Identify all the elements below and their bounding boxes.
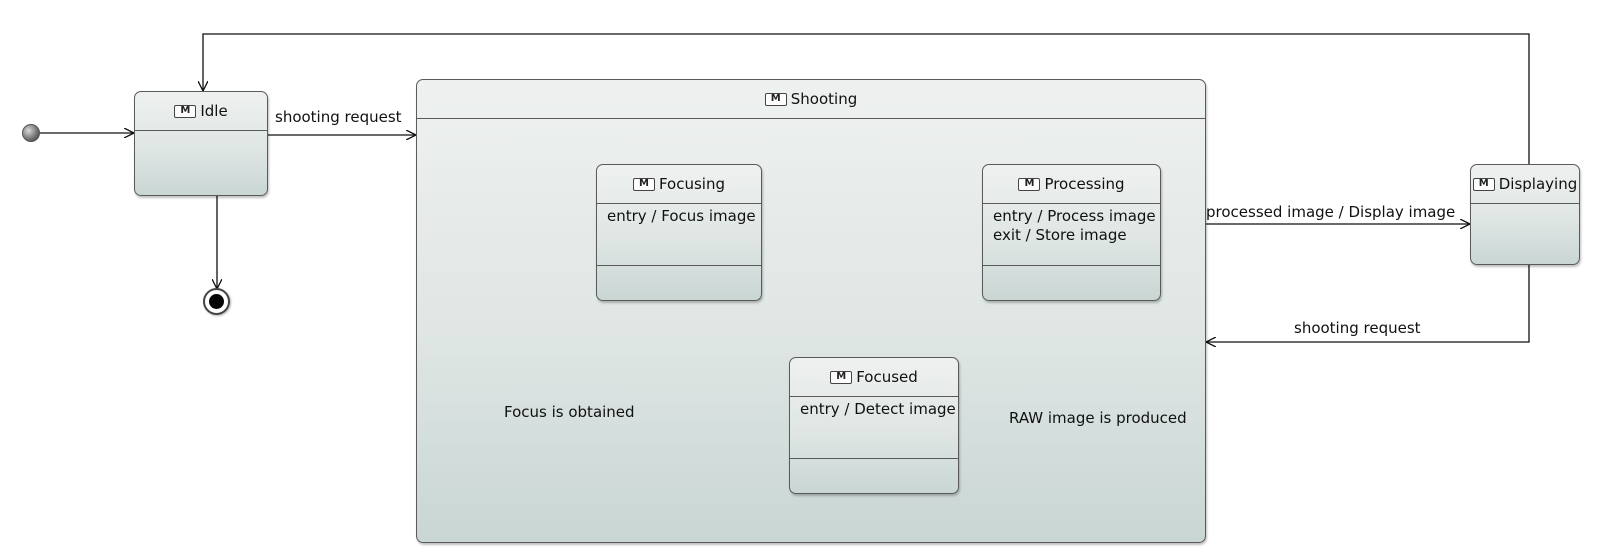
state-focusing-separator (597, 265, 761, 266)
state-focused-separator (790, 458, 958, 459)
state-idle-header: Idle (135, 92, 267, 131)
machine-icon (1018, 177, 1041, 191)
transition-displaying-to-idle[interactable] (203, 33, 1530, 164)
label-focused-to-processing: RAW image is produced (1009, 409, 1187, 427)
state-processing-activities: entry / Process image exit / Store image (983, 204, 1160, 245)
state-processing-entry: entry / Process image (993, 207, 1156, 225)
transition-displaying-to-shooting[interactable] (1206, 265, 1530, 342)
state-focusing-header: Focusing (597, 165, 761, 204)
state-shooting-name: Shooting (790, 90, 858, 108)
state-focused-header: Focused (790, 358, 958, 397)
state-focusing-name: Focusing (658, 175, 726, 193)
state-focusing-activities: entry / Focus image (597, 204, 761, 226)
state-displaying-header: Displaying (1471, 165, 1579, 204)
state-focused[interactable]: Focused entry / Detect image (789, 357, 959, 494)
final-state-inner-dot (209, 294, 224, 309)
state-displaying[interactable]: Displaying (1470, 164, 1580, 265)
state-focused-entry: entry / Detect image (800, 400, 956, 418)
state-focusing-entry: entry / Focus image (607, 207, 756, 225)
machine-icon (174, 104, 197, 118)
machine-icon (1472, 177, 1495, 191)
initial-state-dot[interactable] (22, 124, 40, 142)
state-shooting-header: Shooting (417, 80, 1205, 119)
state-idle-name: Idle (200, 102, 228, 120)
state-processing-separator (983, 265, 1160, 266)
state-processing[interactable]: Processing entry / Process image exit / … (982, 164, 1161, 301)
state-processing-exit: exit / Store image (993, 226, 1127, 244)
machine-icon (830, 370, 853, 384)
label-processing-to-displaying: processed image / Display image (1206, 203, 1456, 221)
final-state[interactable] (203, 288, 230, 315)
state-displaying-name: Displaying (1498, 175, 1578, 193)
label-idle-to-shooting: shooting request (275, 108, 402, 126)
label-displaying-to-shooting: shooting request (1294, 319, 1421, 337)
state-processing-header: Processing (983, 165, 1160, 204)
label-focusing-to-focused: Focus is obtained (504, 403, 635, 421)
machine-icon (632, 177, 655, 191)
state-focused-name: Focused (856, 368, 918, 386)
state-idle[interactable]: Idle (134, 91, 268, 196)
state-focusing[interactable]: Focusing entry / Focus image (596, 164, 762, 301)
state-processing-name: Processing (1044, 175, 1125, 193)
state-focused-activities: entry / Detect image (790, 397, 958, 419)
machine-icon (764, 92, 787, 106)
